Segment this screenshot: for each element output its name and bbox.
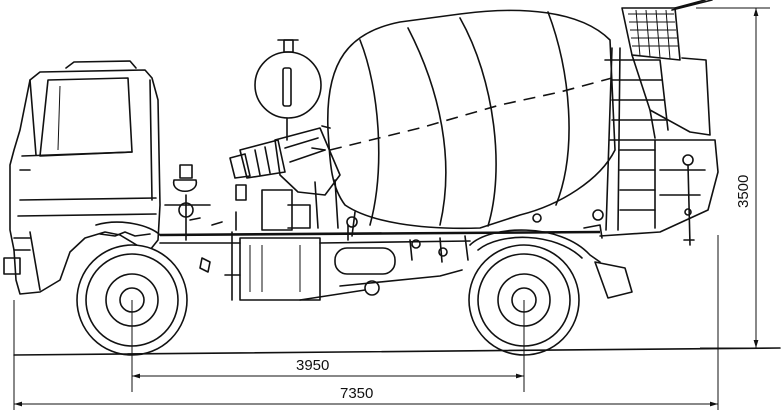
rear-ladder — [599, 47, 719, 246]
overall-length-dimension: 7350 — [14, 385, 718, 407]
rear-fender — [469, 209, 633, 299]
air-intake — [164, 164, 211, 241]
ground-line — [13, 347, 781, 356]
wheelbase-label: 3950 — [296, 357, 329, 374]
drum-drive — [229, 127, 341, 229]
loading-hopper — [621, 0, 713, 139]
mixer-drum — [311, 9, 616, 230]
overall-length-label: 7350 — [340, 385, 373, 402]
overall-height-dimension: 3500 — [735, 8, 759, 348]
wheelbase-dimension: 3950 — [132, 357, 524, 379]
chassis-frame — [159, 184, 601, 301]
water-tank — [254, 39, 322, 141]
overall-height-label: 3500 — [735, 175, 752, 208]
